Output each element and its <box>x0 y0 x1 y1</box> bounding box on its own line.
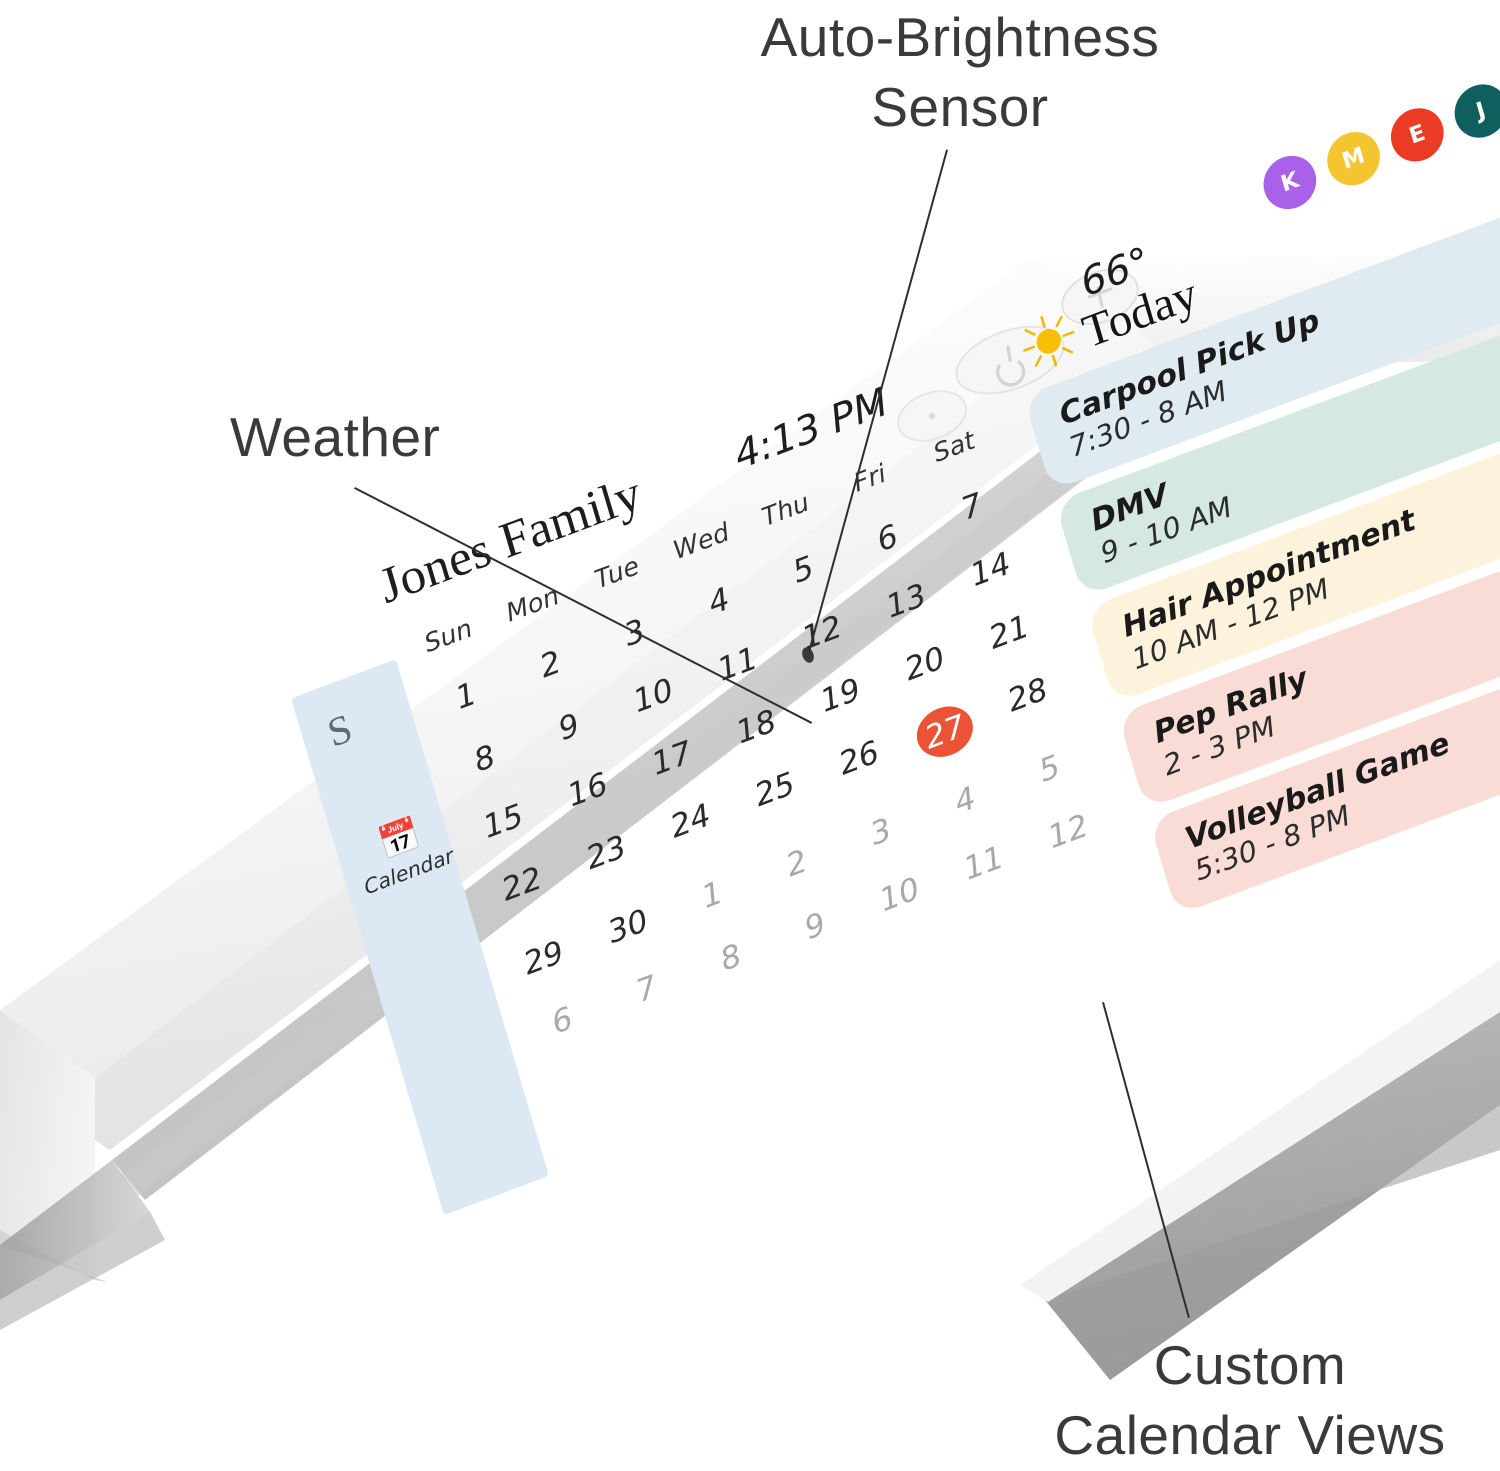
sidebar-item-calendar[interactable]: 📅 Calendar <box>348 806 459 900</box>
callout-custom-calendar-views: Custom Calendar Views <box>1054 1334 1446 1467</box>
callout-auto-brightness-sensor: Auto-Brightness Sensor <box>760 6 1160 139</box>
sun-icon <box>1012 303 1085 379</box>
callout-weather: Weather <box>230 406 441 468</box>
app-logo: S <box>322 706 358 757</box>
today-agenda-panel: 66° <box>993 84 1500 926</box>
agenda-header: 66° <box>993 84 1500 396</box>
today-highlight: 27 <box>910 698 979 765</box>
